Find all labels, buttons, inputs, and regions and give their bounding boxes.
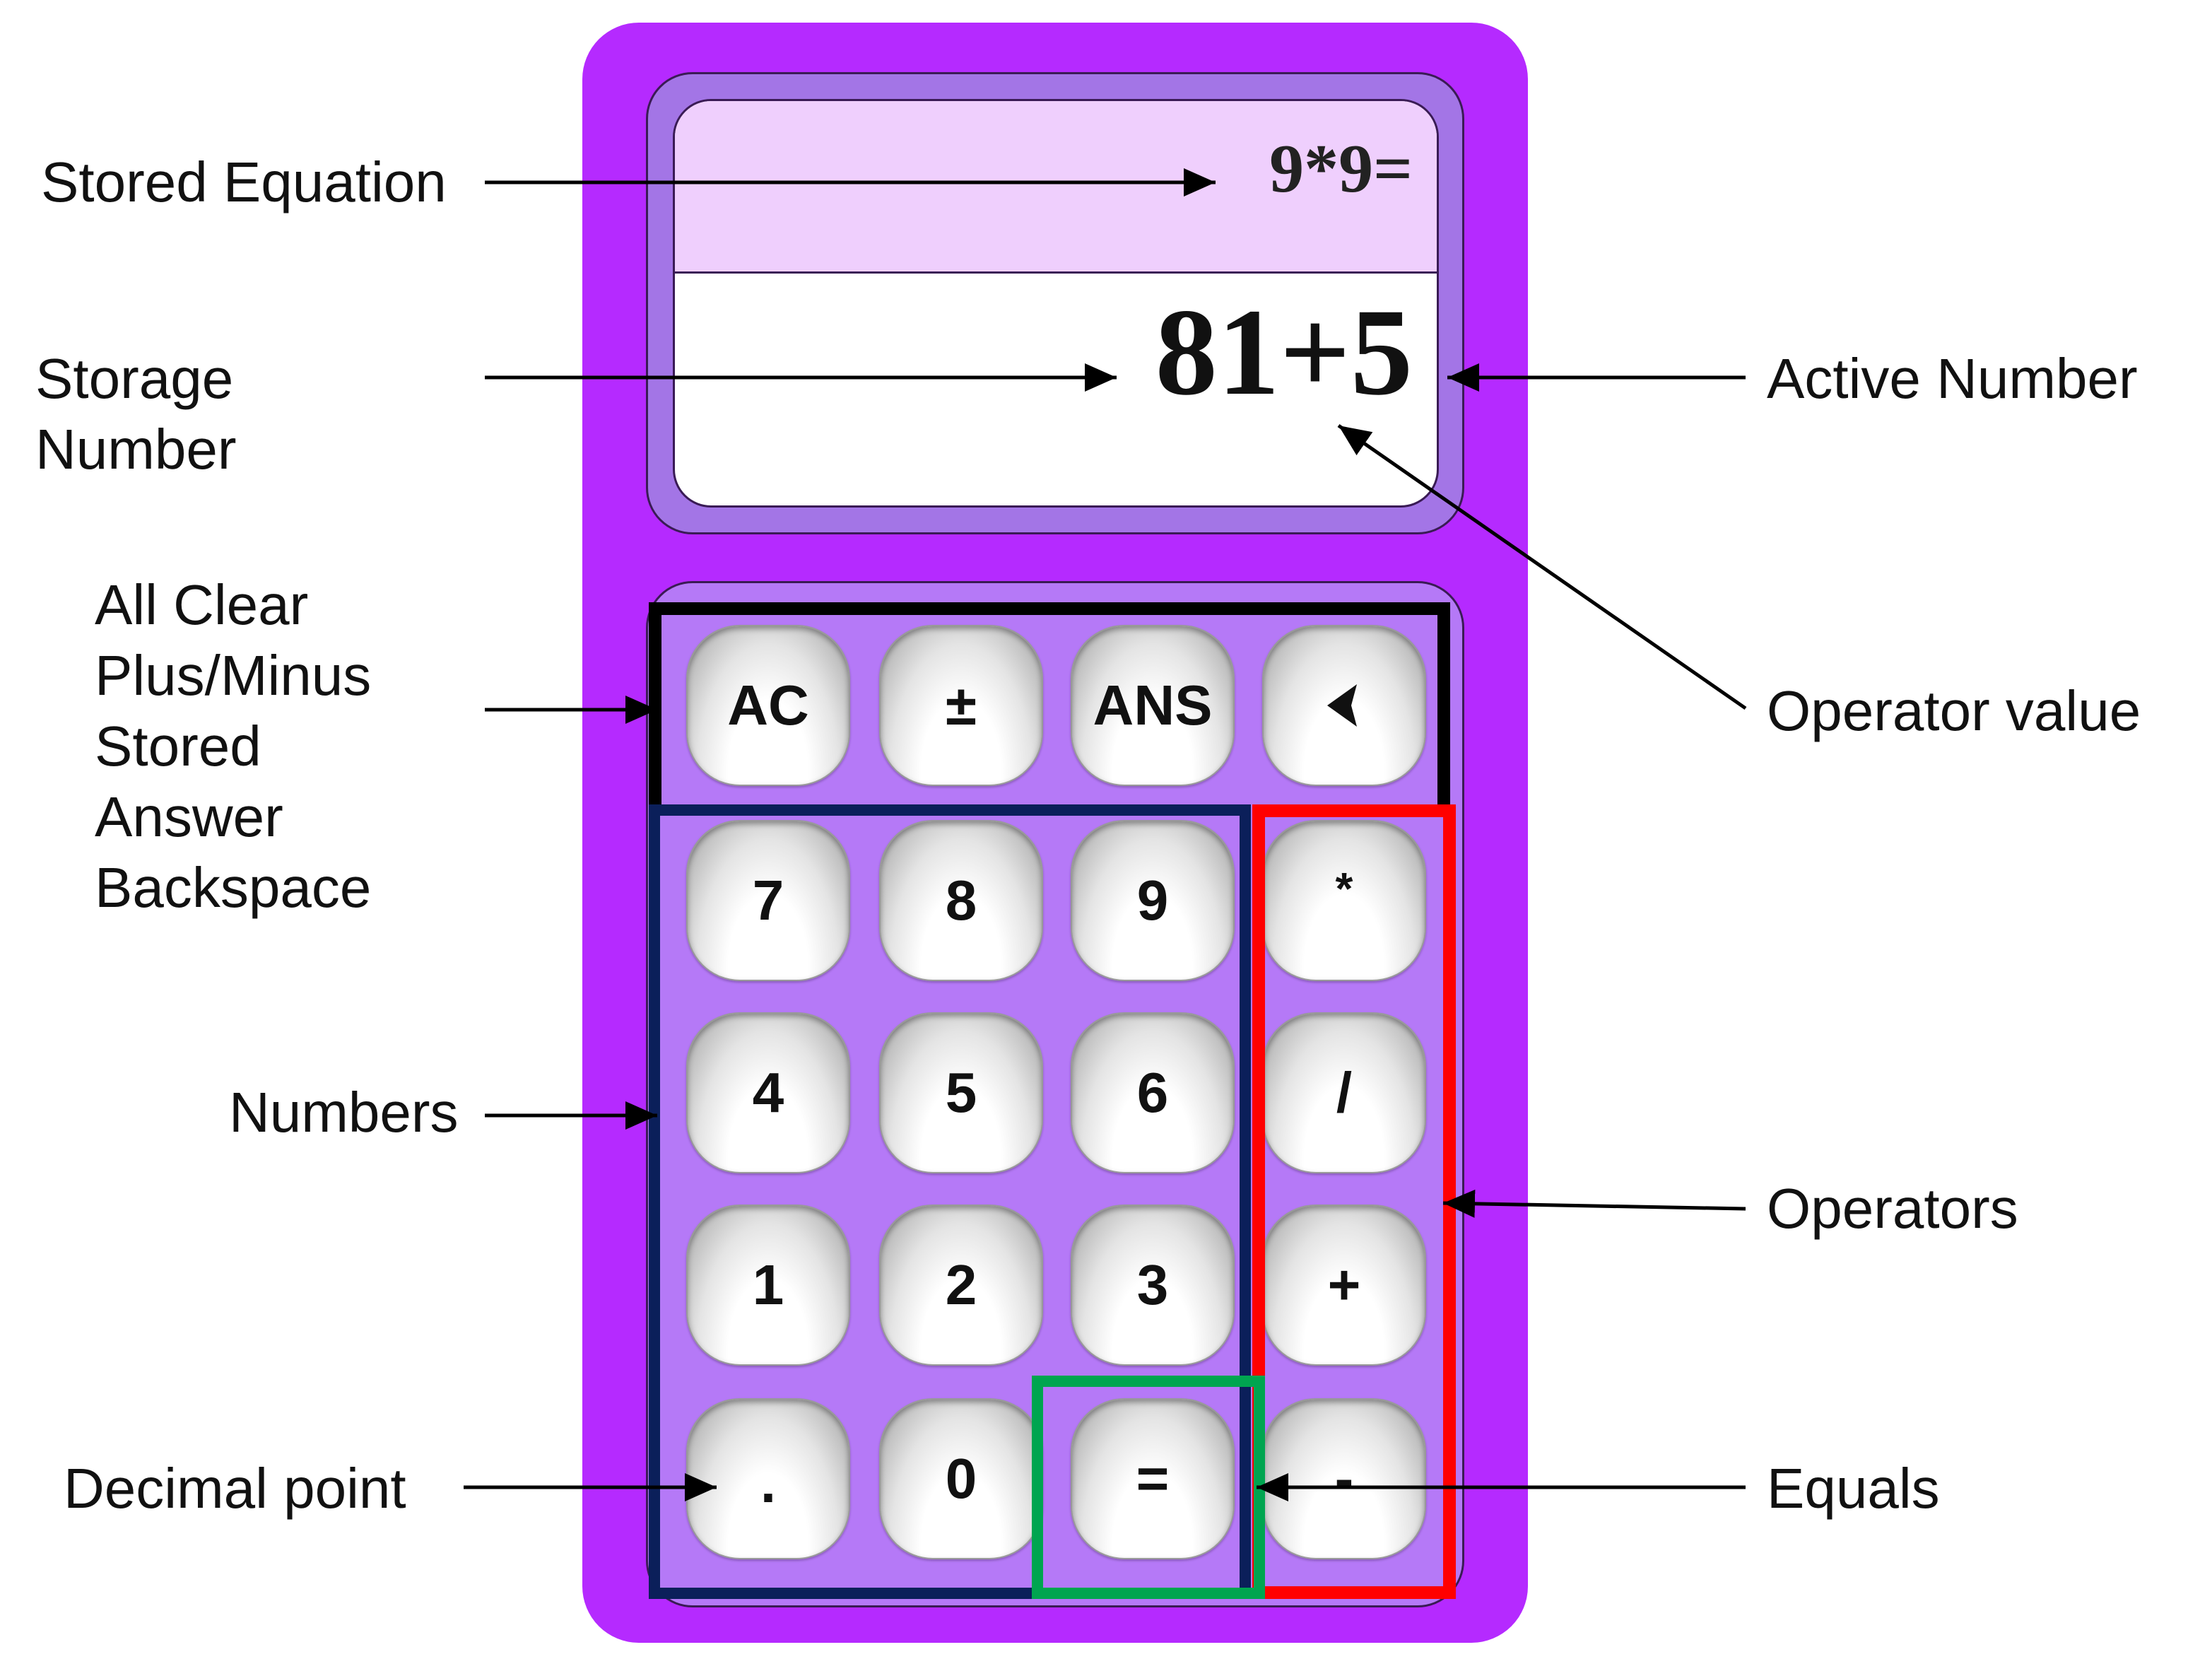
digit-7-label: 7 [752, 869, 784, 932]
label-storage-number: Storage Number [35, 344, 237, 485]
digit-2-label: 2 [945, 1253, 977, 1316]
multiply-button[interactable]: * [1262, 820, 1426, 981]
digit-3-button[interactable]: 3 [1071, 1205, 1235, 1366]
digit-6-label: 6 [1136, 1061, 1169, 1124]
digit-4-label: 4 [752, 1061, 784, 1124]
plus-minus-button[interactable]: ± [879, 625, 1043, 786]
label-backspace: Backspace [95, 856, 372, 919]
minus-button[interactable]: - [1262, 1398, 1426, 1559]
label-top-row: All Clear Plus/Minus Stored Answer Backs… [95, 570, 371, 923]
label-operator-value: Operator value [1767, 679, 2141, 742]
ans-button[interactable]: ANS [1071, 625, 1235, 786]
plus-label: + [1327, 1253, 1361, 1316]
ac-button[interactable]: AC [686, 625, 850, 786]
ans-label: ANS [1093, 674, 1213, 737]
digit-3-label: 3 [1136, 1253, 1169, 1316]
digit-6-button[interactable]: 6 [1071, 1012, 1235, 1173]
multiply-label: * [1335, 863, 1353, 914]
divide-label: / [1336, 1061, 1353, 1124]
decimal-label: . [760, 1451, 777, 1514]
digit-0-label: 0 [945, 1447, 977, 1510]
digit-8-label: 8 [945, 869, 977, 932]
digit-9-button[interactable]: 9 [1071, 820, 1235, 981]
label-active-number: Active Number [1767, 347, 2138, 410]
label-decimal-point: Decimal point [64, 1457, 406, 1520]
label-equals: Equals [1767, 1457, 1940, 1520]
backspace-button[interactable] [1262, 625, 1426, 786]
digit-9-label: 9 [1136, 869, 1169, 932]
digit-1-label: 1 [752, 1253, 784, 1316]
plus-button[interactable]: + [1262, 1205, 1426, 1366]
equals-button[interactable]: = [1071, 1398, 1235, 1559]
arrow-operator-value [1337, 423, 1747, 710]
label-stored-equation: Stored Equation [41, 151, 447, 213]
label-plus-minus: Plus/Minus [95, 644, 372, 707]
label-storage-number-line-2: Number [35, 418, 237, 481]
minus-label: - [1334, 1447, 1354, 1510]
label-answer: Answer [95, 785, 283, 848]
label-storage-number-line-1: Storage [35, 347, 234, 410]
display-screen: 9*9= 81+5 [673, 99, 1439, 508]
label-stored: Stored [95, 715, 261, 778]
digit-0-button[interactable]: 0 [879, 1398, 1043, 1559]
plus-minus-label: ± [946, 674, 977, 737]
label-operators: Operators [1767, 1177, 2018, 1240]
stored-equation: 9*9= [1269, 131, 1413, 207]
digit-2-button[interactable]: 2 [879, 1205, 1043, 1366]
ac-label: AC [727, 674, 809, 737]
digit-7-button[interactable]: 7 [686, 820, 850, 981]
equals-label: = [1136, 1447, 1170, 1510]
arrow-operators [1442, 1189, 1746, 1218]
divide-button[interactable]: / [1262, 1012, 1426, 1173]
digit-1-button[interactable]: 1 [686, 1205, 850, 1366]
digit-4-button[interactable]: 4 [686, 1012, 850, 1173]
label-all-clear: All Clear [95, 573, 309, 636]
label-numbers: Numbers [229, 1081, 459, 1144]
backspace-icon [1327, 684, 1357, 727]
digit-5-label: 5 [945, 1061, 977, 1124]
digit-5-button[interactable]: 5 [879, 1012, 1043, 1173]
digit-8-button[interactable]: 8 [879, 820, 1043, 981]
active-number: 81+5 [1155, 283, 1413, 421]
stored-equation-area: 9*9= [675, 101, 1437, 274]
